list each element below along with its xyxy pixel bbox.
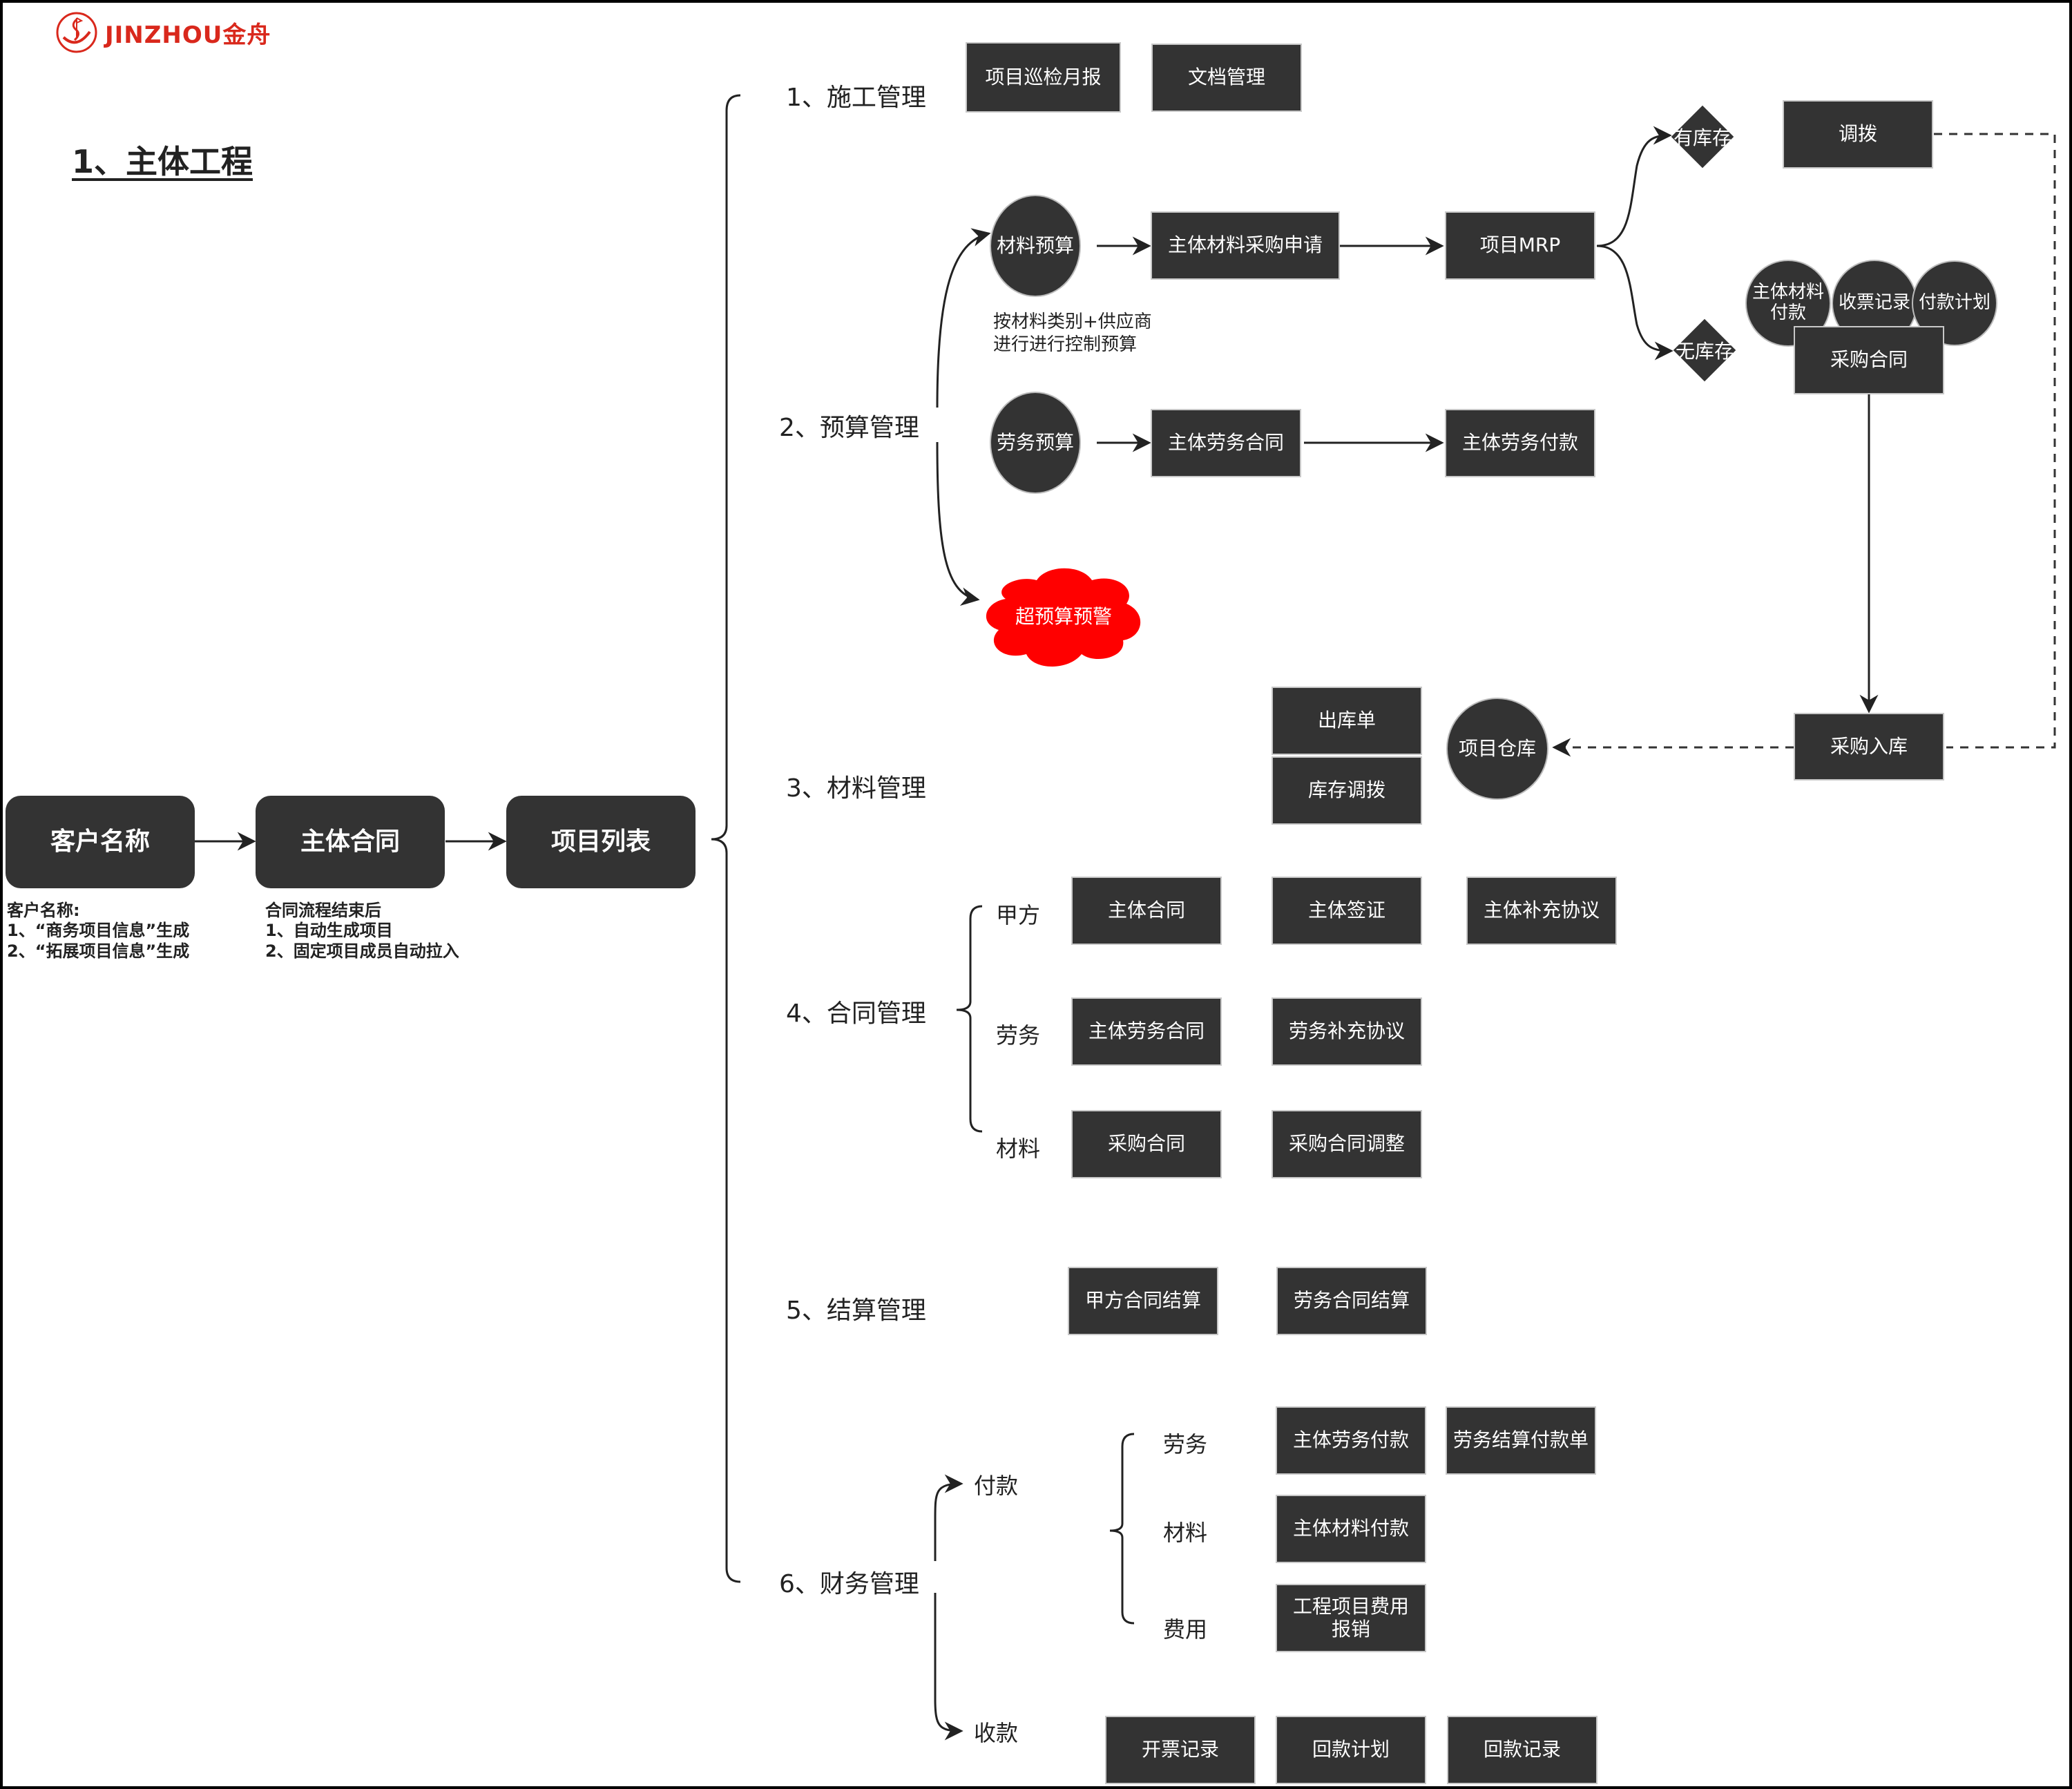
material-budget-node[interactable]: 材料预算 bbox=[990, 195, 1081, 297]
transfer-node[interactable]: 调拨 bbox=[1783, 100, 1933, 169]
labor-contract-node[interactable]: 主体劳务合同 bbox=[1151, 409, 1301, 477]
contract-group-material: 材料 bbox=[996, 1136, 1041, 1162]
section-construction: 1、施工管理 bbox=[786, 84, 926, 112]
customer-node[interactable]: 客户名称 bbox=[6, 796, 195, 888]
labor-supplement-item[interactable]: 劳务补充协议 bbox=[1272, 997, 1422, 1066]
labor-contract-item[interactable]: 主体劳务合同 bbox=[1071, 997, 1222, 1066]
section-contract: 4、合同管理 bbox=[786, 999, 926, 1028]
page-title: 1、主体工程 bbox=[72, 143, 253, 180]
arrow-budget-to-alert bbox=[936, 441, 980, 606]
over-budget-alert[interactable]: 超预算预警 bbox=[978, 561, 1149, 670]
finance-receipt-label: 收款 bbox=[974, 1720, 1019, 1746]
payment-group-labor: 劳务 bbox=[1163, 1431, 1208, 1457]
arrow-finance-to-receipt bbox=[934, 1593, 963, 1741]
logo-brand: JINZHOU金舟 bbox=[105, 21, 271, 49]
arrow-mrp-to-outstock bbox=[1596, 245, 1673, 361]
contract-brace bbox=[956, 905, 983, 1133]
main-contract-node[interactable]: 主体合同 bbox=[256, 796, 445, 888]
main-brace bbox=[711, 94, 741, 1583]
out-of-stock-label: 无库存 bbox=[1675, 340, 1734, 363]
material-purchase-request-node[interactable]: 主体材料采购申请 bbox=[1151, 211, 1340, 280]
company-logo: JINZHOU金舟 bbox=[55, 11, 271, 54]
labor-payment-node[interactable]: 主体劳务付款 bbox=[1445, 409, 1595, 477]
project-mrp-node[interactable]: 项目MRP bbox=[1445, 211, 1595, 280]
contract-note: 合同流程结束后 1、自动生成项目 2、固定项目成员自动拉入 bbox=[265, 901, 459, 961]
stock-transfer-node[interactable]: 库存调拨 bbox=[1272, 756, 1422, 825]
out-of-stock-decision[interactable]: 无库存 bbox=[1673, 318, 1736, 382]
payment-group-material: 材料 bbox=[1163, 1520, 1208, 1546]
finance-payment-label: 付款 bbox=[974, 1473, 1019, 1499]
contract-group-labor: 劳务 bbox=[996, 1022, 1041, 1049]
collection-record-item[interactable]: 回款记录 bbox=[1447, 1716, 1598, 1784]
purchase-inbound-node[interactable]: 采购入库 bbox=[1794, 713, 1944, 781]
labor-budget-node[interactable]: 劳务预算 bbox=[990, 392, 1081, 494]
collection-plan-item[interactable]: 回款计划 bbox=[1276, 1716, 1426, 1784]
document-mgmt-node[interactable]: 文档管理 bbox=[1151, 44, 1302, 112]
dashed-transfer-to-warehouse bbox=[1934, 133, 2056, 749]
payment-group-expense: 费用 bbox=[1163, 1616, 1208, 1643]
arrow-mrp-to-instock bbox=[1596, 126, 1672, 247]
payment-brace bbox=[1109, 1433, 1135, 1625]
in-stock-label: 有库存 bbox=[1673, 126, 1732, 149]
main-supplement-item[interactable]: 主体补充协议 bbox=[1466, 877, 1617, 945]
purchase-contract-node[interactable]: 采购合同 bbox=[1794, 326, 1944, 394]
purchase-contract-item[interactable]: 采购合同 bbox=[1071, 1110, 1222, 1178]
in-stock-decision[interactable]: 有库存 bbox=[1671, 105, 1734, 169]
ship-logo-icon bbox=[56, 12, 97, 53]
invoice-record-item[interactable]: 开票记录 bbox=[1105, 1716, 1256, 1784]
material-payment-circle[interactable]: 主体材料付款 bbox=[1745, 260, 1831, 347]
contract-group-party-a: 甲方 bbox=[996, 902, 1041, 928]
party-a-settlement-node[interactable]: 甲方合同结算 bbox=[1068, 1267, 1218, 1335]
labor-payment-item[interactable]: 主体劳务付款 bbox=[1276, 1406, 1426, 1475]
purchase-contract-adjust-item[interactable]: 采购合同调整 bbox=[1272, 1110, 1422, 1178]
inspection-report-node[interactable]: 项目巡检月报 bbox=[966, 42, 1121, 113]
material-budget-note: 按材料类别+供应商 进行进行控制预算 bbox=[993, 312, 1152, 355]
cloud-shape-icon bbox=[986, 568, 1141, 667]
labor-settlement-node[interactable]: 劳务合同结算 bbox=[1276, 1267, 1427, 1335]
section-material: 3、材料管理 bbox=[786, 774, 926, 803]
material-payment-item[interactable]: 主体材料付款 bbox=[1276, 1495, 1426, 1563]
customer-note: 客户名称: 1、“商务项目信息”生成 2、“拓展项目信息”生成 bbox=[7, 901, 190, 961]
section-settlement: 5、结算管理 bbox=[786, 1297, 926, 1325]
project-warehouse-node[interactable]: 项目仓库 bbox=[1446, 698, 1548, 800]
labor-settlement-payment-item[interactable]: 劳务结算付款单 bbox=[1446, 1406, 1596, 1475]
outbound-order-node[interactable]: 出库单 bbox=[1272, 687, 1422, 755]
main-contract-item[interactable]: 主体合同 bbox=[1071, 877, 1222, 945]
alert-label: 超预算预警 bbox=[1015, 605, 1112, 628]
expense-reimbursement-item[interactable]: 工程项目费用报销 bbox=[1276, 1584, 1426, 1652]
arrow-budget-to-material bbox=[936, 228, 991, 408]
section-budget: 2、预算管理 bbox=[779, 414, 919, 442]
arrow-finance-to-payment bbox=[934, 1474, 963, 1561]
project-list-node[interactable]: 项目列表 bbox=[506, 796, 696, 888]
section-finance: 6、财务管理 bbox=[779, 1570, 919, 1598]
main-visa-item[interactable]: 主体签证 bbox=[1272, 877, 1422, 945]
